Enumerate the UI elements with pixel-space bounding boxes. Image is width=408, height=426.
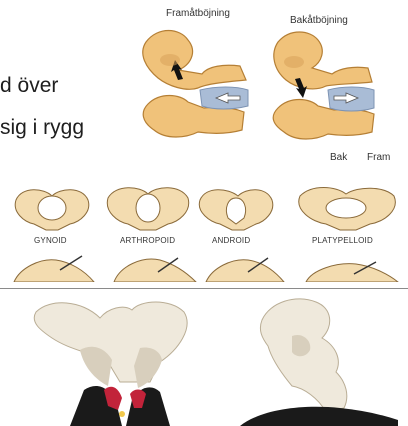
pelvis-type-label-arthropoid: ARTHROPOID (120, 236, 175, 245)
pelvis-model-side-view (240, 299, 398, 426)
slide-text-line-2: sig i rygg (0, 114, 84, 142)
vertebra-pair-extension (273, 32, 374, 139)
slide-text-line-1: d över (0, 72, 58, 100)
pelvis-model-photos (0, 290, 408, 426)
pelvis-types-illustration (0, 178, 408, 282)
pelvis-types-figure: GYNOID ARTHROPOID ANDROID PLATYPELLOID (0, 178, 408, 282)
front-label: Fram (367, 152, 390, 163)
pelvis-model-illustration (0, 290, 408, 426)
pelvis-model-front-view (34, 302, 187, 426)
vertebrae-illustration (128, 22, 408, 152)
spine-flexion-extension-figure: Framåtböjning Bakåtböjning Bak Fram (128, 0, 408, 170)
back-label: Bak (330, 152, 347, 163)
flexion-label: Framåtböjning (166, 8, 230, 19)
pelvis-type-label-platypelloid: PLATYPELLOID (312, 236, 373, 245)
vertebra-pair-flexion (143, 31, 248, 138)
pelvis-type-label-android: ANDROID (212, 236, 250, 245)
section-divider (0, 288, 408, 289)
pelvis-type-label-gynoid: GYNOID (34, 236, 67, 245)
